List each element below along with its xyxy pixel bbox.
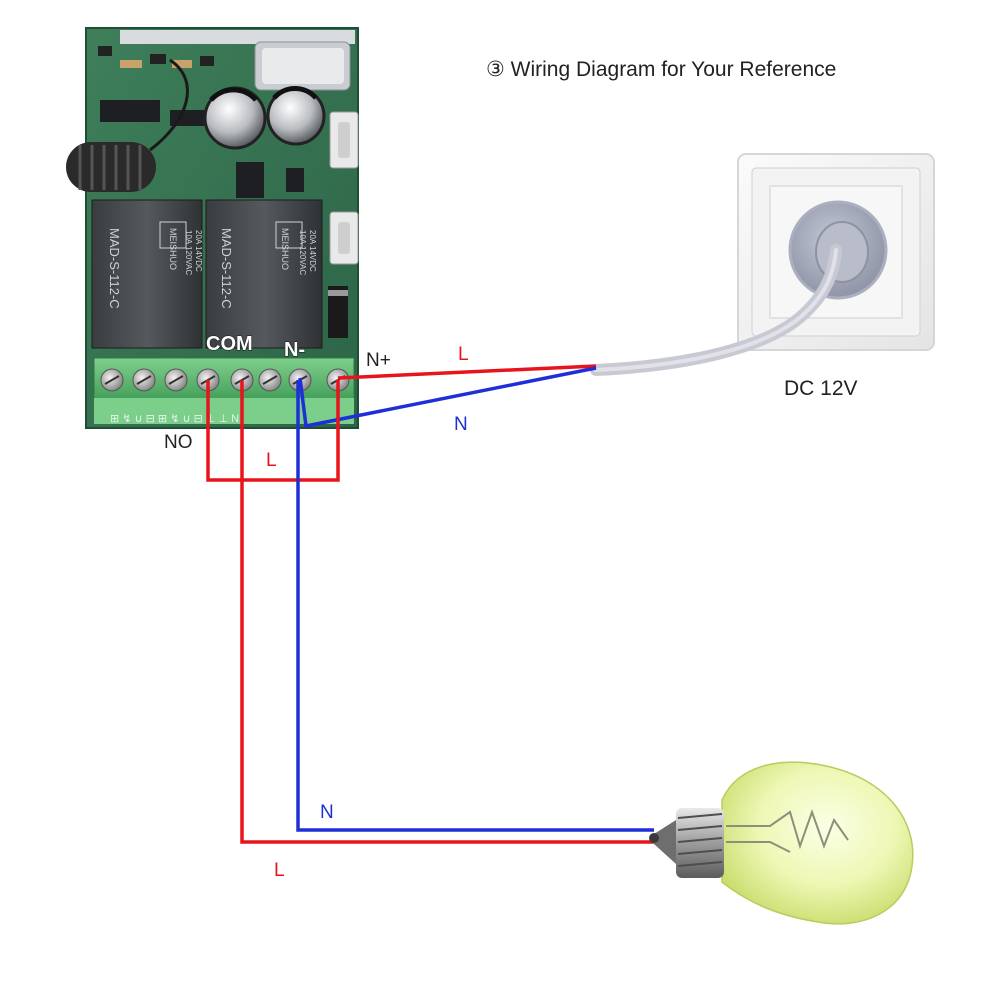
wire-lamp-live [240,380,654,844]
antenna-coil [66,58,189,192]
svg-text:MEISHUO: MEISHUO [280,228,290,270]
svg-text:MAD-S-112-C: MAD-S-112-C [219,228,234,309]
svg-text:MAD-S-112-C: MAD-S-112-C [107,228,122,309]
wire-supply-live [337,364,597,380]
bulb-base [649,808,724,878]
terminal-label-no: NO [164,432,193,453]
light-bulb [649,761,914,925]
terminal-screw-slot [104,375,120,385]
bulb-filament [726,808,849,850]
diode [328,286,348,338]
svg-text:10A 120VAC: 10A 120VAC [184,230,193,275]
diagram-title: ③ Wiring Diagram for Your Reference [486,58,836,81]
relay-board: MAD-S-112-C MEISHUO 10A 120VAC 20A 14VDC… [66,27,359,429]
svg-text:MEISHUO: MEISHUO [168,228,178,270]
terminal-screw-slot [262,375,278,385]
wire-label-live-lamp: L [274,860,285,881]
wire-jumper-live [206,380,340,482]
terminal-screw-slot [168,375,184,385]
wire-lamp-neutral [296,380,654,832]
terminal-label-com: COM [206,333,253,355]
wire-label-neutral-supply: N [454,414,468,435]
relay-1: MAD-S-112-C MEISHUO 10A 120VAC 20A 14VDC [91,199,203,349]
wire-label-live-supply: L [458,344,469,365]
svg-text:20A 14VDC: 20A 14VDC [308,230,317,272]
bulb-glass [721,761,914,925]
wires [206,364,654,844]
terminal-label-n-minus: N- [284,339,305,361]
svg-text:⊞ ↯ ∪ ⊟ ⊞ ↯ ∪ ⊟ ⊥ ⊥ N: ⊞ ↯ ∪ ⊟ ⊞ ↯ ∪ ⊟ ⊥ ⊥ N [110,413,239,425]
svg-text:20A 14VDC: 20A 14VDC [194,230,203,272]
relay-2: MAD-S-112-C MEISHUO 10A 120VAC 20A 14VDC [205,199,323,349]
terminal-screw-slot [136,375,152,385]
wire-label-live-jumper: L [266,450,277,471]
capacitor-2 [266,86,326,146]
svg-text:10A 120VAC: 10A 120VAC [298,230,307,275]
terminal-label-n-plus: N+ [366,350,391,371]
power-label: DC 12V [784,377,858,400]
pin-header [120,30,355,44]
wire-label-neutral-lamp: N [320,802,334,823]
capacitor-1 [203,86,267,150]
wire-supply-neutral [298,366,597,429]
